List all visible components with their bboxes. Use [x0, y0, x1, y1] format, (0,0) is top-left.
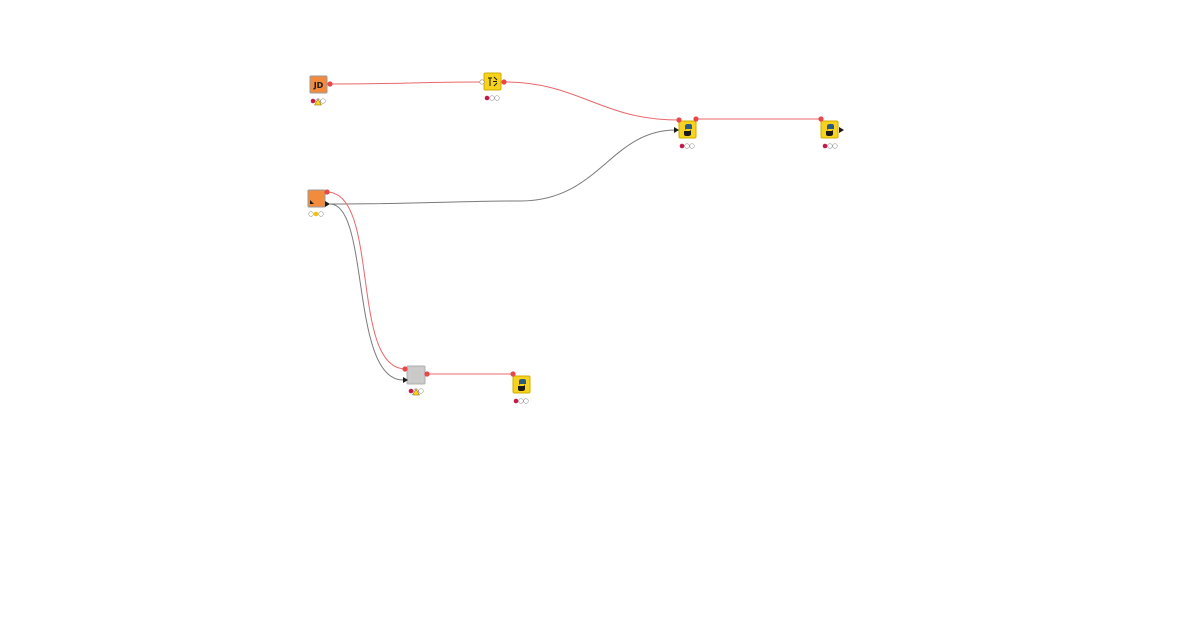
node-5-out-port[interactable]: [324, 189, 330, 195]
node-3-in-port-1[interactable]: [676, 117, 682, 123]
node-4-status: [822, 143, 838, 149]
column-filter-icon: [488, 76, 498, 87]
node-3-status: [679, 143, 695, 149]
node-2-body[interactable]: [483, 72, 502, 91]
json-reader-icon: JD: [313, 81, 324, 90]
node-6[interactable]: [402, 365, 430, 396]
node-6-in-port[interactable]: [402, 366, 408, 372]
component-icon: [409, 368, 423, 382]
node-1-out-port[interactable]: [327, 81, 333, 87]
node-5-body[interactable]: [307, 189, 326, 208]
node-2-in-port[interactable]: [479, 79, 485, 85]
warning-icon: [412, 388, 420, 396]
connection-node-5-node-3[interactable]: [329, 129, 677, 205]
node-4-in-port[interactable]: [818, 116, 824, 122]
node-5-status: [308, 211, 324, 217]
node-2-out-port[interactable]: [501, 79, 507, 85]
node-6-body[interactable]: [406, 365, 426, 385]
node-2-status: [484, 95, 500, 101]
node-7-in-port[interactable]: [510, 371, 516, 377]
node-3-flow-in-port[interactable]: [674, 127, 679, 133]
node-4[interactable]: [818, 116, 844, 149]
node-7[interactable]: [510, 371, 531, 404]
node-4-flow-out-port[interactable]: [839, 127, 844, 133]
node-1-status: [310, 98, 326, 106]
node-5-flow-out-port[interactable]: [325, 201, 330, 207]
node-1[interactable]: JD: [309, 75, 333, 106]
node-5[interactable]: [307, 189, 330, 217]
node-3-out-port[interactable]: [693, 116, 699, 122]
connection-node-1-node-2[interactable]: [329, 81, 483, 85]
node-3[interactable]: [674, 116, 699, 149]
node-1-body[interactable]: [309, 75, 328, 94]
python-script-icon: [684, 124, 692, 136]
node-6-status: [408, 388, 424, 396]
python-script-icon: [518, 379, 526, 391]
node-7-status: [513, 398, 529, 404]
connection-node-2-node-3[interactable]: [503, 81, 680, 121]
node-6-out-port[interactable]: [424, 371, 430, 377]
node-2[interactable]: [479, 72, 507, 101]
connection-layer: [326, 81, 821, 381]
connection-node-5-node-6-data[interactable]: [326, 191, 406, 370]
node-6-flow-in-port[interactable]: [403, 377, 408, 383]
warning-icon: [314, 98, 322, 106]
python-script-icon: [826, 124, 834, 136]
table-creator-icon: [310, 200, 314, 204]
connection-node-5-node-6-flow[interactable]: [329, 203, 404, 381]
